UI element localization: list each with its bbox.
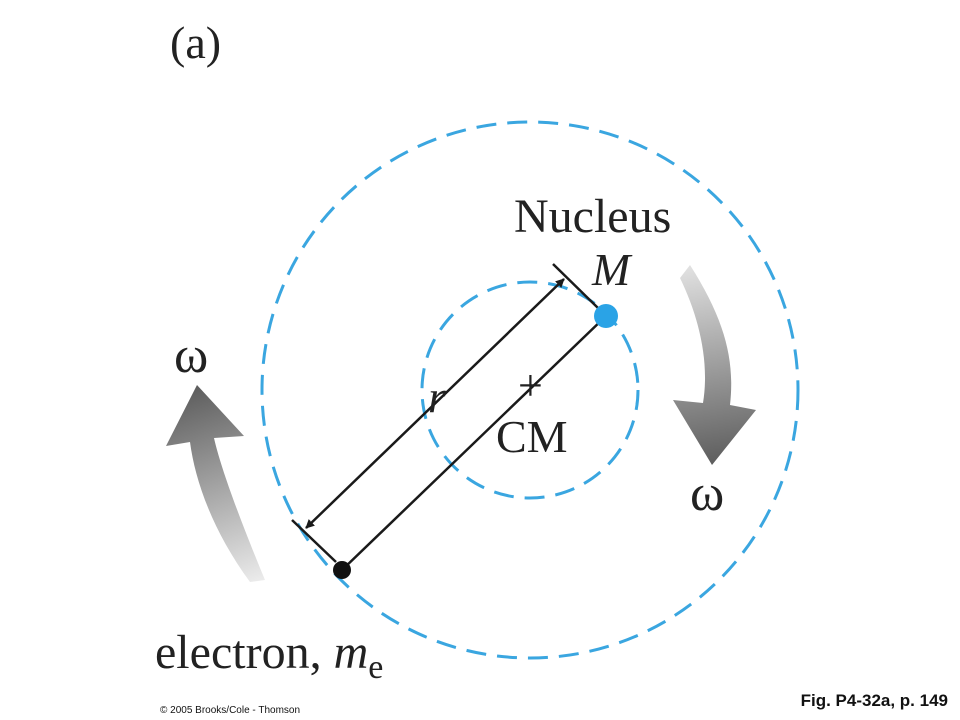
center-of-mass-label: CM xyxy=(496,411,568,462)
electron-label: electron, me xyxy=(155,626,383,686)
center-of-mass-marker: + xyxy=(518,361,543,410)
rotation-arrow-left-icon xyxy=(166,385,265,582)
dimension-tick-top xyxy=(552,263,599,309)
nucleus-label: Nucleus xyxy=(514,190,671,243)
figure-reference: Fig. P4-32a, p. 149 xyxy=(801,691,948,710)
dimension-tick-bottom xyxy=(291,519,337,563)
nucleus-mass-label: M xyxy=(591,244,633,295)
separation-label-r: r xyxy=(428,371,447,422)
dimension-line-r xyxy=(305,278,565,529)
angular-velocity-left-label: ω xyxy=(174,327,208,384)
electron-dot xyxy=(333,561,351,579)
rotation-arrow-right-icon xyxy=(673,265,756,465)
electron-orbit xyxy=(260,120,800,660)
nucleus-dot xyxy=(594,304,618,328)
electron-mass-symbol: m xyxy=(334,626,369,679)
copyright-notice: © 2005 Brooks/Cole - Thomson xyxy=(160,705,300,716)
angular-velocity-right-label: ω xyxy=(690,465,724,522)
panel-label: (a) xyxy=(170,17,221,68)
electron-mass-subscript: e xyxy=(368,649,383,686)
